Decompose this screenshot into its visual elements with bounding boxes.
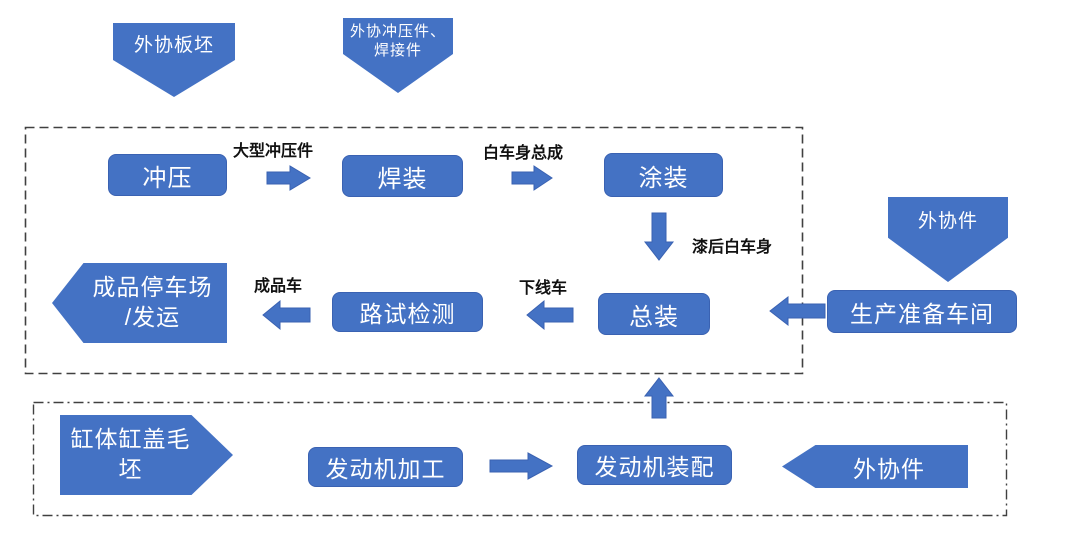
input-outsourced-stamping-line2: 焊接件 [373,41,422,59]
node-finished-yard-pentagon: 成品停车场 /发运 [52,263,227,343]
node-stamping: 冲压 [108,154,227,196]
node-road-test-label: 路试检测 [359,301,456,327]
node-painting: 涂装 [604,153,723,197]
vehicle-plant-boundary [24,126,804,375]
flow-label-body-in-white: 白车身总成 [483,145,564,162]
input-outsourced-parts-engine-label: 外协件 [853,455,925,482]
node-painting-label: 涂装 [638,164,689,192]
block-arrow-left-icon-prep-to-assembly [769,295,826,327]
block-arrow-right-icon-welding-to-painting [511,165,553,191]
node-engine-machining: 发动机加工 [308,447,463,487]
flow-label-finished-car: 成品车 [254,278,303,295]
flow-label-large-stampings: 大型冲压件 [233,143,314,160]
node-welding: 焊装 [342,155,463,197]
node-road-test: 路试检测 [332,292,483,332]
node-engine-blank-line1: 缸体缸盖毛 [70,426,191,453]
block-arrow-left-icon-assembly-to-roadtest [526,299,574,331]
node-finished-yard-line2: /发运 [124,304,181,330]
flow-label-offline-car: 下线车 [519,280,568,297]
node-stamping-label: 冲压 [142,164,193,192]
input-outsourced-stamping-pentagon: 外协冲压件、 焊接件 [343,18,453,93]
node-welding-label: 焊装 [377,165,428,193]
node-finished-yard-line1: 成品停车场 [92,274,213,301]
block-arrow-left-icon-roadtest-to-yard [262,299,311,331]
input-slab-label: 外协板坯 [133,34,214,56]
engine-plant-boundary [32,401,1008,517]
input-outsourced-parts-vehicle-label: 外协件 [917,211,978,232]
flow-label-painted-body: 漆后白车身 [692,239,773,256]
node-prep-workshop-label: 生产准备车间 [850,300,994,327]
node-final-assembly-label: 总装 [629,303,679,331]
node-engine-assembly-label: 发动机装配 [594,454,715,480]
input-outsourced-parts-engine-pentagon: 外协件 [782,445,968,488]
block-arrow-right-icon-machining-to-engine-assembly [489,452,554,480]
node-prep-workshop: 生产准备车间 [827,290,1017,333]
node-engine-blank-pentagon: 缸体缸盖毛 坯 [60,415,233,495]
block-arrow-up-icon-engine-to-assembly [643,377,675,419]
input-outsourced-stamping-line1: 外协冲压件、 [349,22,446,40]
block-arrow-right-icon-stamping-to-welding [266,165,311,191]
block-arrow-down-icon-painting-to-assembly [643,212,675,261]
node-final-assembly: 总装 [598,293,710,335]
node-engine-blank-line2: 坯 [118,456,143,482]
node-engine-assembly: 发动机装配 [577,445,732,485]
node-engine-machining-label: 发动机加工 [325,456,446,482]
